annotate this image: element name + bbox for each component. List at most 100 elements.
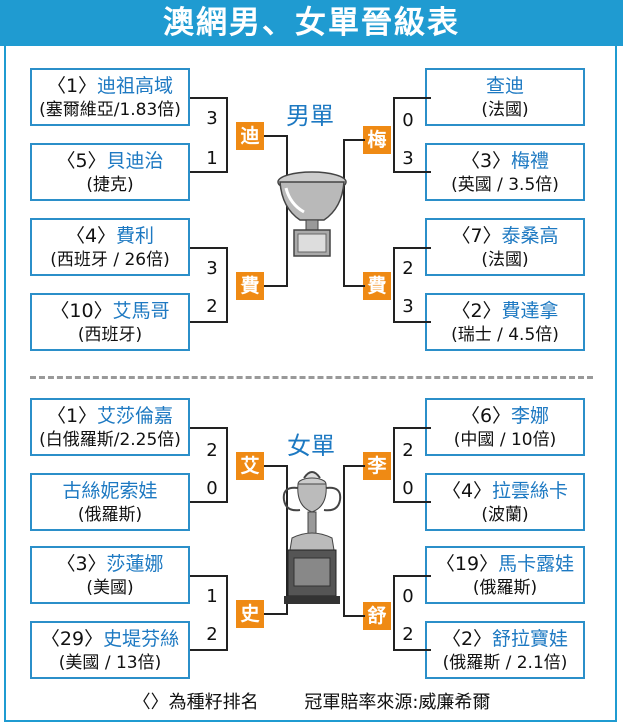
player-card: 〈7〉泰桑高 (法國) [425, 218, 585, 276]
winner-badge: 艾 [236, 452, 264, 480]
bracket-line [190, 575, 228, 651]
player-country-odds: (西班牙) [77, 325, 143, 345]
seed-label: 〈19〉 [435, 553, 499, 575]
trophy-icon [277, 171, 347, 257]
player-country-odds: (俄羅斯) [472, 578, 538, 598]
player-card: 〈19〉馬卡露娃 (俄羅斯) [425, 546, 585, 604]
set-score: 1 [206, 586, 218, 607]
set-score: 2 [402, 258, 414, 279]
player-name: 舒拉寶娃 [492, 628, 569, 650]
player-country-odds: (俄羅斯) [77, 505, 143, 525]
winner-badge: 史 [236, 600, 264, 628]
player-country-odds: (英國 / 3.5倍) [451, 175, 559, 195]
player-country-odds: (法國) [481, 100, 529, 120]
player-name: 馬卡露娃 [498, 553, 575, 575]
winner-badge: 迪 [236, 122, 264, 150]
set-score: 3 [402, 148, 414, 169]
set-score: 0 [206, 478, 218, 499]
page-title: 澳網男、女單晉級表 [163, 5, 460, 41]
player-name: 艾莎倫嘉 [97, 405, 174, 427]
seed-label: 〈3〉 [56, 553, 107, 575]
player-country-odds: (中國 / 10倍) [453, 430, 557, 450]
set-score: 2 [206, 440, 218, 461]
player-name: 費達拿 [501, 300, 559, 322]
player-name: 拉雲絲卡 [492, 480, 569, 502]
player-country-odds: (法國) [481, 250, 529, 270]
seed-label: 〈1〉 [46, 75, 98, 97]
title-bar: 澳網男、女單晉級表 [0, 0, 623, 46]
seed-label: 〈7〉 [451, 225, 502, 247]
winner-badge: 梅 [363, 126, 391, 154]
men-section-label: 男單 [286, 102, 334, 130]
bracket-line [393, 97, 431, 173]
set-score: 3 [206, 108, 218, 129]
player-card: 古絲妮索娃 (俄羅斯) [30, 473, 190, 531]
seed-note: 〈〉為種籽排名 [132, 692, 259, 713]
bracket-line [393, 427, 431, 503]
semifinal-bracket-line [264, 465, 288, 615]
set-score: 3 [402, 296, 414, 317]
odds-source: 冠軍賠率來源:威廉希爾 [304, 692, 491, 713]
bracket-line [190, 427, 228, 503]
player-country-odds: (白俄羅斯/2.25倍) [39, 430, 181, 450]
set-score: 0 [402, 478, 414, 499]
set-score: 0 [402, 586, 414, 607]
trophy-icon [282, 471, 342, 604]
women-section-label: 女單 [287, 432, 335, 460]
player-country-odds: (塞爾維亞/1.83倍) [39, 100, 181, 120]
seed-label: 〈4〉 [441, 480, 493, 502]
player-country-odds: (美國) [86, 578, 134, 598]
player-country-odds: (美國 / 13倍) [58, 653, 162, 673]
player-country-odds: (瑞士 / 4.5倍) [451, 325, 559, 345]
set-score: 2 [402, 440, 414, 461]
seed-label: 〈29〉 [40, 628, 104, 650]
player-card: 〈10〉艾馬哥 (西班牙) [30, 293, 190, 351]
set-score: 1 [206, 148, 218, 169]
bracket-line [190, 247, 228, 323]
player-name: 梅禮 [511, 150, 550, 172]
seed-label: 〈5〉 [56, 150, 107, 172]
seed-label: 〈3〉 [460, 150, 512, 172]
player-country-odds: (俄羅斯 / 2.1倍) [442, 653, 568, 673]
player-name: 迪祖高域 [97, 75, 174, 97]
player-name: 李娜 [511, 405, 550, 427]
footer: 〈〉為種籽排名 冠軍賠率來源:威廉希爾 [0, 688, 623, 714]
set-score: 0 [402, 110, 414, 131]
player-card: 〈6〉李娜 (中國 / 10倍) [425, 398, 585, 456]
bracket-line [393, 575, 431, 651]
winner-badge: 費 [363, 272, 391, 300]
bracket-line [393, 247, 431, 323]
semifinal-bracket-line [343, 139, 365, 287]
seed-label: 〈10〉 [50, 300, 113, 322]
player-name: 泰桑高 [501, 225, 559, 247]
player-name: 莎蓮娜 [106, 553, 164, 575]
winner-badge: 費 [236, 272, 264, 300]
player-country-odds: (波蘭) [481, 505, 529, 525]
player-name: 古絲妮索娃 [62, 480, 158, 502]
seed-label: 〈4〉 [65, 225, 117, 247]
player-card: 〈3〉梅禮 (英國 / 3.5倍) [425, 143, 585, 201]
seed-label: 〈1〉 [46, 405, 98, 427]
player-card: 〈29〉史堤芬絲 (美國 / 13倍) [30, 621, 190, 679]
player-country-odds: (捷克) [86, 175, 134, 195]
player-card: 〈4〉拉雲絲卡 (波蘭) [425, 473, 585, 531]
player-name: 貝迪治 [106, 150, 164, 172]
player-name: 查迪 [485, 75, 524, 97]
player-card: 〈2〉費達拿 (瑞士 / 4.5倍) [425, 293, 585, 351]
set-score: 3 [206, 258, 218, 279]
player-card: 〈3〉莎蓮娜 (美國) [30, 546, 190, 604]
seed-label: 〈2〉 [441, 628, 493, 650]
player-card: 〈1〉迪祖高域 (塞爾維亞/1.83倍) [30, 68, 190, 126]
player-country-odds: (西班牙 / 26倍) [50, 250, 170, 270]
player-name: 艾馬哥 [112, 300, 170, 322]
player-card: 〈2〉舒拉寶娃 (俄羅斯 / 2.1倍) [425, 621, 585, 679]
set-score: 2 [402, 624, 414, 645]
winner-badge: 李 [363, 452, 391, 480]
set-score: 2 [206, 296, 218, 317]
seed-label: 〈6〉 [460, 405, 512, 427]
player-card: 〈4〉費利 (西班牙 / 26倍) [30, 218, 190, 276]
player-card: 〈1〉艾莎倫嘉 (白俄羅斯/2.25倍) [30, 398, 190, 456]
semifinal-bracket-line [264, 135, 288, 287]
bracket-frame [4, 46, 617, 722]
section-divider [30, 376, 593, 379]
